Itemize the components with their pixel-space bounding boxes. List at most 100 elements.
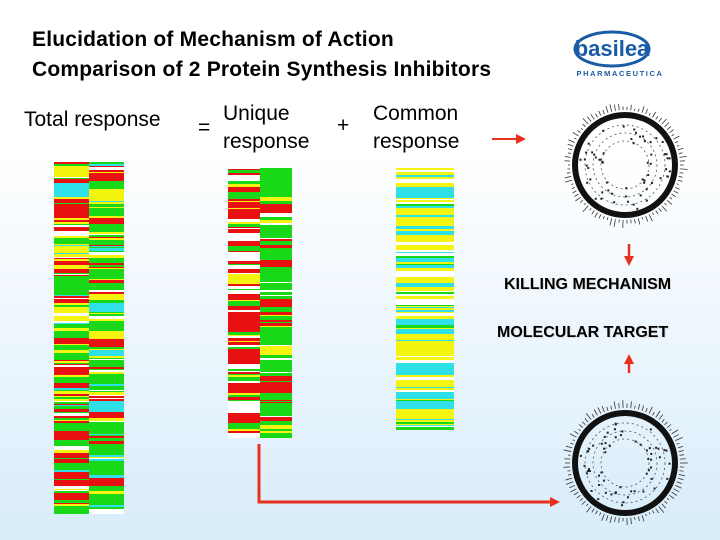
heatmap-cell bbox=[54, 296, 89, 298]
heatmap-cell bbox=[54, 313, 89, 316]
heatmap-cell bbox=[260, 315, 292, 316]
genome-tick bbox=[614, 517, 616, 523]
genome-gene-mark bbox=[604, 491, 607, 494]
plus-sign: + bbox=[337, 114, 350, 137]
heatmap-cell bbox=[89, 391, 124, 392]
genome-gene-mark bbox=[594, 156, 597, 159]
heatmap-cell bbox=[89, 441, 124, 443]
genome-gene-mark bbox=[621, 504, 624, 507]
heatmap-cell bbox=[396, 345, 454, 353]
heatmap-cell bbox=[228, 316, 260, 323]
heatmap-cell bbox=[54, 345, 89, 347]
heatmap-cell bbox=[54, 264, 89, 265]
genome-tick bbox=[677, 147, 684, 151]
heatmap-cell bbox=[228, 272, 260, 273]
genome-tick bbox=[613, 401, 616, 409]
heatmap-cell bbox=[54, 423, 89, 431]
heatmap-cell bbox=[54, 269, 89, 272]
heatmap-cell bbox=[54, 310, 89, 313]
heatmap-cell bbox=[228, 353, 260, 364]
heatmap-cell bbox=[89, 164, 124, 166]
genome-tick bbox=[609, 516, 613, 524]
heatmap-cell bbox=[228, 293, 260, 294]
heatmap-cell bbox=[260, 346, 292, 355]
heatmap-cell bbox=[396, 343, 454, 345]
heatmap-cell bbox=[54, 412, 89, 413]
heatmap-cell bbox=[54, 456, 89, 458]
heatmap-cell bbox=[89, 201, 124, 202]
heatmap-cell bbox=[89, 283, 124, 285]
heatmap-cell bbox=[396, 425, 454, 426]
heatmap-cell bbox=[228, 241, 260, 244]
heatmap-cell bbox=[54, 347, 89, 349]
heatmap-cell bbox=[396, 285, 454, 287]
genome-tick bbox=[655, 210, 659, 215]
genome-gene-mark bbox=[650, 452, 653, 455]
genome-tick bbox=[679, 470, 684, 472]
heatmap-cell bbox=[260, 283, 292, 290]
heatmap-cell bbox=[54, 277, 89, 285]
genome-tick bbox=[676, 144, 680, 147]
heatmap-cell bbox=[260, 436, 292, 438]
genome-gene-mark bbox=[642, 135, 645, 138]
heatmap-cell bbox=[89, 243, 124, 245]
genome-tick bbox=[574, 137, 577, 140]
genome-tick bbox=[589, 208, 592, 211]
heatmap-cell bbox=[396, 204, 454, 206]
heatmap-cell bbox=[89, 367, 124, 369]
heatmap-cell bbox=[228, 261, 260, 264]
heatmap-cell bbox=[228, 175, 260, 181]
heatmap-cell bbox=[396, 299, 454, 305]
heatmap-cell bbox=[228, 433, 260, 438]
heatmap-cell bbox=[54, 504, 89, 506]
heatmap-cell bbox=[54, 463, 89, 464]
genome-gene-mark bbox=[602, 479, 605, 482]
genome-gene-mark bbox=[608, 445, 611, 448]
genome-tick bbox=[655, 116, 659, 120]
heatmap-cell bbox=[54, 431, 89, 440]
heatmap-cell bbox=[89, 339, 124, 345]
genome-tick bbox=[566, 172, 571, 174]
heatmap-cell bbox=[260, 242, 292, 243]
genome-tick bbox=[671, 429, 679, 435]
heatmap-cell bbox=[228, 372, 260, 374]
heatmap-cell bbox=[260, 371, 292, 372]
genome-gene-mark bbox=[594, 197, 597, 200]
genome-gene-mark bbox=[655, 446, 658, 449]
heatmap-cell bbox=[260, 400, 292, 401]
heatmap-cell bbox=[396, 383, 454, 384]
heatmap-cell bbox=[228, 290, 260, 293]
heatmap-cell bbox=[89, 172, 124, 173]
genome-gene-mark bbox=[663, 153, 666, 156]
heatmap-cell bbox=[54, 216, 89, 218]
genome-tick bbox=[679, 454, 685, 456]
heatmap-cell bbox=[396, 380, 454, 381]
genome-tick bbox=[582, 421, 586, 426]
heatmap-cell bbox=[228, 326, 260, 331]
genome-gene-mark bbox=[610, 493, 613, 496]
heatmap-cell bbox=[89, 300, 124, 303]
heatmap-cell bbox=[228, 264, 260, 265]
heatmap-cell bbox=[396, 179, 454, 181]
heatmap-cell bbox=[89, 503, 124, 505]
heatmap-cell bbox=[396, 422, 454, 424]
genome-tick bbox=[641, 106, 645, 113]
genome-gene-mark bbox=[614, 423, 617, 426]
heatmap-cell bbox=[396, 307, 454, 308]
genome-gene-mark bbox=[645, 449, 648, 452]
heatmap-cell bbox=[228, 377, 260, 378]
genome-gene-mark bbox=[666, 175, 669, 178]
genome-tick bbox=[579, 498, 584, 502]
heatmap-cell bbox=[228, 423, 260, 425]
genome-gene-mark bbox=[602, 129, 605, 132]
heatmap-cell bbox=[89, 423, 124, 434]
heatmap-cell bbox=[89, 268, 124, 269]
heatmap-cell bbox=[89, 358, 124, 359]
heatmap-cell bbox=[89, 396, 124, 398]
heatmap-cell bbox=[54, 195, 89, 197]
heatmap-cell bbox=[228, 431, 260, 433]
genome-tick bbox=[570, 488, 577, 493]
heatmap-cell bbox=[228, 274, 260, 276]
heatmap-cell bbox=[89, 208, 124, 210]
heatmap-cell bbox=[396, 308, 454, 309]
